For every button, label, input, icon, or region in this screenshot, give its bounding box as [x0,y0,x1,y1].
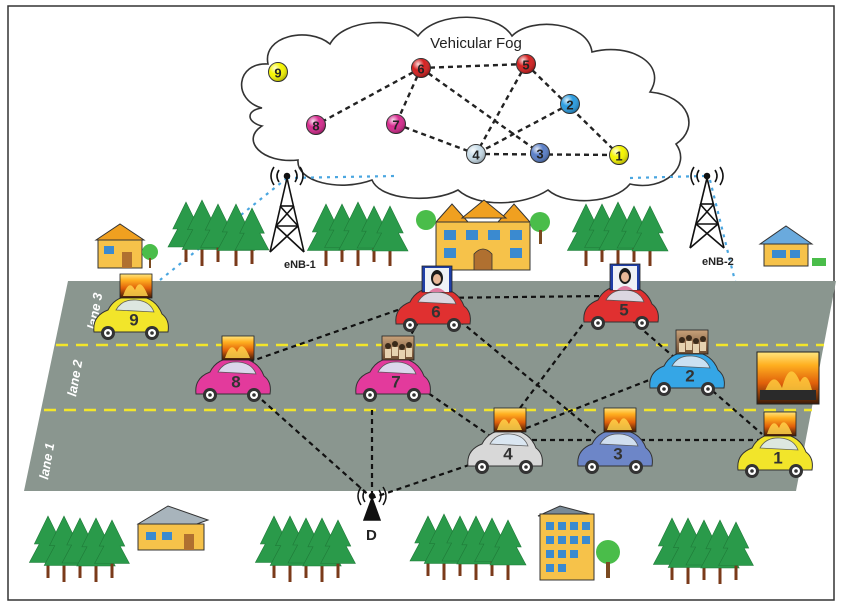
tree-icon [320,519,356,578]
tree-icon [371,205,409,266]
vehicle-label: 3 [613,445,622,464]
fog-node-6: 6 [411,58,431,78]
tree-icon [631,205,669,266]
vehicle-3: 3 [577,407,653,474]
fog-node-9: 9 [268,62,288,82]
fog-link-4-1 [475,152,620,157]
fog-node-label: 9 [274,66,281,81]
vehicle-label: 5 [619,301,628,320]
vehicle-label: 2 [685,367,694,386]
fog-node-7: 7 [386,114,406,134]
vehicle-label: 4 [503,445,513,464]
fog-nodes: 9 6 5 2 8 7 4 3 1 [268,54,629,165]
v2v-link-6-5 [431,294,605,300]
fog-node-label: 5 [522,58,529,73]
vehicle-1: 1 [737,411,813,478]
fog-node-label: 6 [417,62,424,77]
fog-node-2: 2 [560,94,580,114]
vehicle-2: 2 [649,329,725,396]
person-thumbnail-image [421,265,453,293]
link-8-destination [261,399,373,499]
vehicle-6: 6 [395,265,471,332]
enb1-label: eNB-1 [284,259,316,271]
crowd-thumbnail-image [381,335,415,361]
fog-node-label: 2 [566,98,573,113]
fog-node-1: 1 [609,145,629,165]
vehicle-label: 9 [129,311,138,330]
fire-thumbnail-image [603,407,637,433]
vehicle-5: 5 [583,263,659,330]
fire-thumbnail-image [493,407,527,433]
fog-node-8: 8 [306,115,326,135]
school-building-icon [416,199,550,271]
fire-thumbnail-image [763,411,797,437]
vehicle-8: 8 [195,335,271,402]
v2v-link-5-1 [603,295,763,435]
vehicle-4: 4 [467,407,543,474]
fog-node-3: 3 [530,143,550,163]
lane-1-label: lane 1 [36,442,57,481]
fog-node-label: 3 [536,147,543,162]
enb2-label: eNB-2 [702,256,734,268]
vehicle-7: 7 [355,335,431,402]
fire-thumbnail-image [221,335,255,361]
fog-node-label: 8 [312,119,319,134]
tree-icon [489,519,527,580]
person-thumbnail-image [609,263,641,291]
fog-node-4: 4 [466,144,486,164]
lane-2-label: lane 2 [64,358,85,398]
fire-thumbnail-image [119,273,153,299]
fog-node-label: 1 [615,149,622,164]
fog-link-5-4 [474,63,528,155]
tree-icon [94,519,130,578]
enb2-tower-icon [689,166,725,249]
house-top-right-icon [758,225,826,267]
vehicle-label: 6 [431,303,440,322]
link-enb1-cloud [286,174,396,180]
vehicle-label: 7 [391,373,400,392]
vehicular-fog-cloud: Vehicular Fog [240,16,690,204]
roadside-trees-top [167,199,669,266]
destination-label: D [366,527,377,544]
fog-link-6-3 [420,67,541,154]
accident-fire-image [756,351,820,405]
apartment-building-icon [537,505,620,581]
house-bottom-left-icon [136,505,210,551]
vehicle-label: 1 [773,449,782,468]
fog-link-6-8 [315,66,422,127]
vehicle-label: 8 [231,373,240,392]
tree-icon [718,521,754,580]
enb1-tower-icon [269,166,305,253]
tree-icon [234,207,270,264]
vehicle-9: 9 [93,273,169,340]
destination-antenna-icon [357,486,387,521]
house-top-left-icon [94,223,158,269]
fog-node-label: 4 [472,148,480,163]
fog-node-label: 7 [392,118,399,133]
v2v-link-2-4 [495,362,691,442]
roadside-trees-bottom [28,513,754,584]
link-4-destination [371,460,479,500]
vehicles: 9 6 5 8 7 2 4 3 1 [93,263,813,478]
fog-link-6-7 [394,67,423,125]
fog-node-5: 5 [516,54,536,74]
fog-title: Vehicular Fog [430,35,522,52]
crowd-thumbnail-image [675,329,709,355]
